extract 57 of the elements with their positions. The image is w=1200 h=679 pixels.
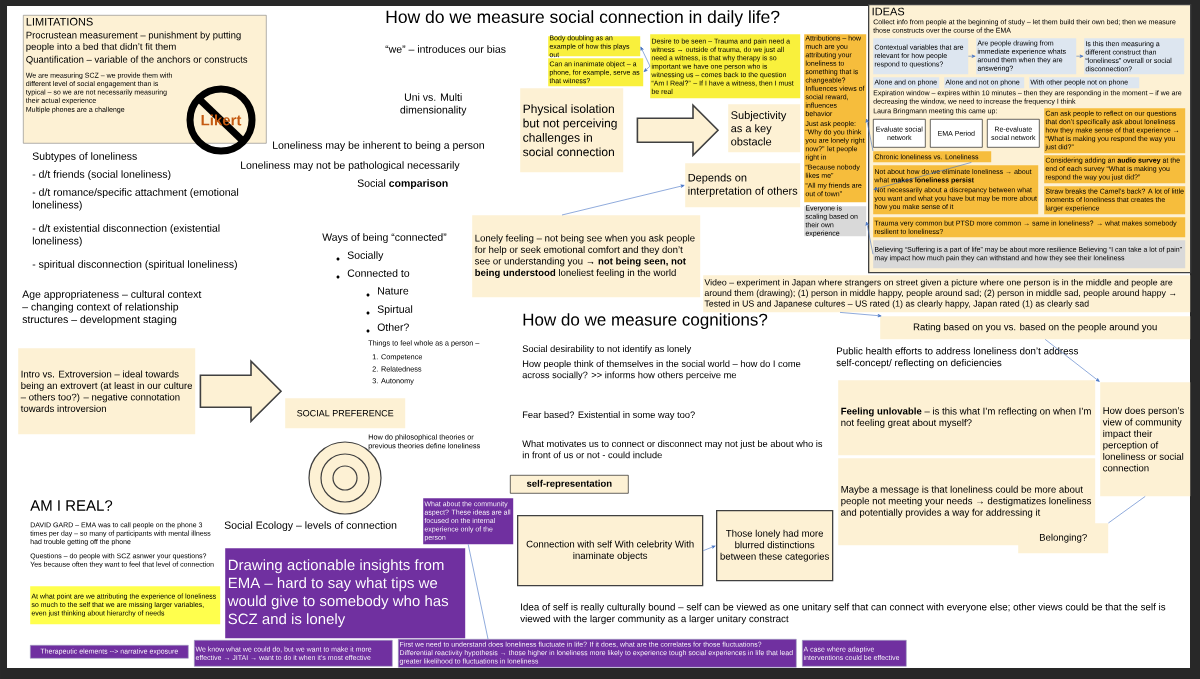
block-arrow <box>199 359 283 424</box>
list-item: Socially <box>347 251 384 261</box>
list-item: Spirtual <box>377 305 413 315</box>
arrow <box>839 312 882 318</box>
caption: Social Ecology – levels of connection <box>224 521 397 531</box>
note-text: Uni vs. Multi dimensionality <box>400 93 467 116</box>
note-box: Rating based on you vs. based on the people around you <box>880 316 1191 340</box>
connector-line <box>467 544 489 640</box>
arrow <box>561 184 685 216</box>
note-text: How people think of themselves in the social world – how do I come across socially? >> informs how others perceive me <box>522 360 801 381</box>
note-text: Fear based? Existential in some way too? <box>523 411 695 420</box>
note-box: Belonging? <box>1018 523 1109 554</box>
node-label: Drawing actionable insights from EMA – hard to say what tips we would give to somebody who has SCZ and is lonely <box>227 559 449 628</box>
arrow <box>865 118 874 152</box>
note-box: Connection with self With celebrity With inaminate objects <box>517 515 704 587</box>
arrow <box>643 65 651 72</box>
list-item: Other? <box>377 323 409 331</box>
highlight-box: self-representation <box>510 475 629 494</box>
arrow <box>865 221 874 255</box>
note-box: SOCIAL PREFERENCE <box>285 398 406 429</box>
note-text: Social desirability to not identify as lonely <box>522 345 692 354</box>
note-text: Idea of self is really culturally bound – self can be viewed as one unitary self that can connect with everyone else; other views could be that the self is viewed with the larger community as a larger unitary constract <box>520 603 1166 625</box>
arrow <box>1044 339 1100 382</box>
note-box: Feeling unlovable – is this what I’m reflecting on when I’m not feeling great about myself? <box>838 380 1096 456</box>
note-text: Loneliness may not be pathological necessarily <box>241 161 460 171</box>
note-text: Social comparison <box>357 179 448 189</box>
note-box: Those lonely had more blurred distinctions between these categories <box>716 510 834 582</box>
node-label: Belonging? <box>1039 533 1087 543</box>
list-item: Connected to <box>347 269 410 277</box>
note-box: Subjectivity as a key obstacle <box>728 104 801 153</box>
arrow <box>640 46 651 67</box>
note-text: “we” – introduces our bias <box>385 45 506 53</box>
arrow <box>873 162 972 191</box>
block-arrow <box>636 103 720 158</box>
note-box: Intro vs. Extroversion – ideal towards being an extrovert (at least in our culture – others too?) – negative connotation towards introversion <box>18 348 196 435</box>
note-box: Depends on interpretation of others <box>685 163 801 208</box>
arrow <box>703 545 716 551</box>
heading: AM I REAL? <box>30 500 113 511</box>
note-text: Age appropriateness – cultural context – changing context of relationship structures – development staging <box>22 290 202 326</box>
heading: How do we measure cognitions? <box>523 313 768 330</box>
note-text: Loneliness may be inherent to being a person <box>273 141 484 151</box>
list-item: - spiritual disconnection (spiritual loneliness) <box>32 260 237 270</box>
note-box: Lonely feeling – not being see when you ask people for help or seek emotional comfort and they don’t see or understanding you → not being seen, not being understood loneliest feeling in the world <box>472 215 701 298</box>
list-heading: Ways of being “connected” <box>322 233 447 243</box>
list-item: - d/t friends (social loneliness) <box>32 170 171 180</box>
list-item: - d/t romance/specific attachment (emotional loneliness) <box>32 188 239 211</box>
list-item: - d/t existential disconnection (existential loneliness) <box>32 224 220 247</box>
heading: How do we measure social connection in daily life? <box>386 10 780 27</box>
note-box: How does person’s view of community impact their perception of loneliness or social connection <box>1100 382 1191 497</box>
note-box: Physical isolation but not perceiving challenges in social connection <box>520 88 624 173</box>
arrow <box>968 54 976 58</box>
note-box: Video – experiment in Japan where strangers on street given a picture where one person is in the middle and people are around them (drawing); (1) person in middle happy, people around sad; (2) person in middle sad, people around happy → Tested in US and Japanese cultures – US rated (1) as clearly happy, Japan rated (1) as clearly sad <box>703 275 1191 313</box>
arrow <box>1076 54 1084 58</box>
note-text: Public health efforts to address loneliness don’t address self-concept/ reflecting on deficiencies <box>836 347 1079 369</box>
connector-line <box>1108 496 1146 524</box>
note-text: What motivates us to connect or disconnect may not just be about who is in front of us or not - could include <box>522 440 823 459</box>
list-item: Nature <box>378 287 409 295</box>
